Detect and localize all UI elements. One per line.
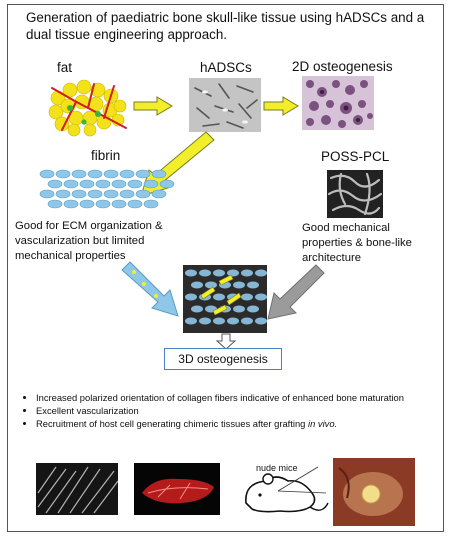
finding-text: Recruitment of host cell generating chim… — [36, 417, 308, 429]
finding-item: Increased polarized orientation of colla… — [36, 392, 446, 405]
fibrin-description-line-1: Good for ECM organization & — [15, 220, 163, 232]
in-vivo-graft-photo — [333, 458, 415, 526]
finding-emphasis: in vivo. — [308, 417, 338, 429]
3d-construct-illustration — [183, 265, 267, 333]
figure-title: Generation of paediatric bone skull-like… — [26, 10, 425, 42]
finding-text: Increased polarized orientation of colla… — [36, 392, 404, 403]
fat-tissue-illustration — [48, 79, 127, 137]
poss-pcl-description-line-1: Good mechanical — [302, 222, 390, 234]
fibrin-description-line-3: mechanical properties — [15, 250, 126, 262]
collagen-fiber-micrograph — [36, 463, 119, 515]
findings-list: Increased polarized orientation of colla… — [22, 392, 446, 430]
poss-pcl-description-line-3: architecture — [302, 252, 362, 264]
finding-item: Recruitment of host cell generating chim… — [36, 418, 446, 431]
poss-pcl-description: Good mechanical properties & bone-like a… — [302, 221, 442, 266]
arrow-fibrin-to-3d — [121, 261, 179, 317]
label-2d-osteogenesis: 2D osteogenesis — [292, 59, 393, 74]
finding-item: Excellent vascularization — [36, 405, 446, 418]
hadscs-micrograph — [189, 78, 261, 132]
arrow-hadscs-to-2d — [263, 96, 299, 116]
3d-osteogenesis-box: 3D osteogenesis — [164, 348, 282, 370]
label-hadscs: hADSCs — [200, 60, 252, 75]
poss-pcl-description-line-2: properties & bone-like — [302, 237, 412, 249]
arrow-fat-to-hadscs — [133, 96, 173, 116]
osteogenesis-2d-micrograph — [302, 76, 374, 130]
fibrin-mesh — [39, 169, 175, 209]
vascularized-tissue-photo — [134, 463, 220, 515]
poss-pcl-micrograph — [327, 170, 383, 218]
nude-mice-label: nude mice — [256, 463, 298, 473]
fibrin-description: Good for ECM organization & vascularizat… — [15, 219, 195, 264]
mouse-icon — [245, 466, 329, 513]
arrow-down-to-3d-osteogenesis — [215, 333, 237, 350]
arrow-poss-pcl-to-3d — [267, 264, 325, 320]
label-poss-pcl: POSS-PCL — [321, 149, 390, 164]
label-fat: fat — [57, 60, 73, 75]
finding-text: Excellent vascularization — [36, 404, 139, 416]
label-fibrin: fibrin — [91, 148, 121, 163]
fibrin-description-line-2: vascularization but limited — [15, 235, 145, 247]
